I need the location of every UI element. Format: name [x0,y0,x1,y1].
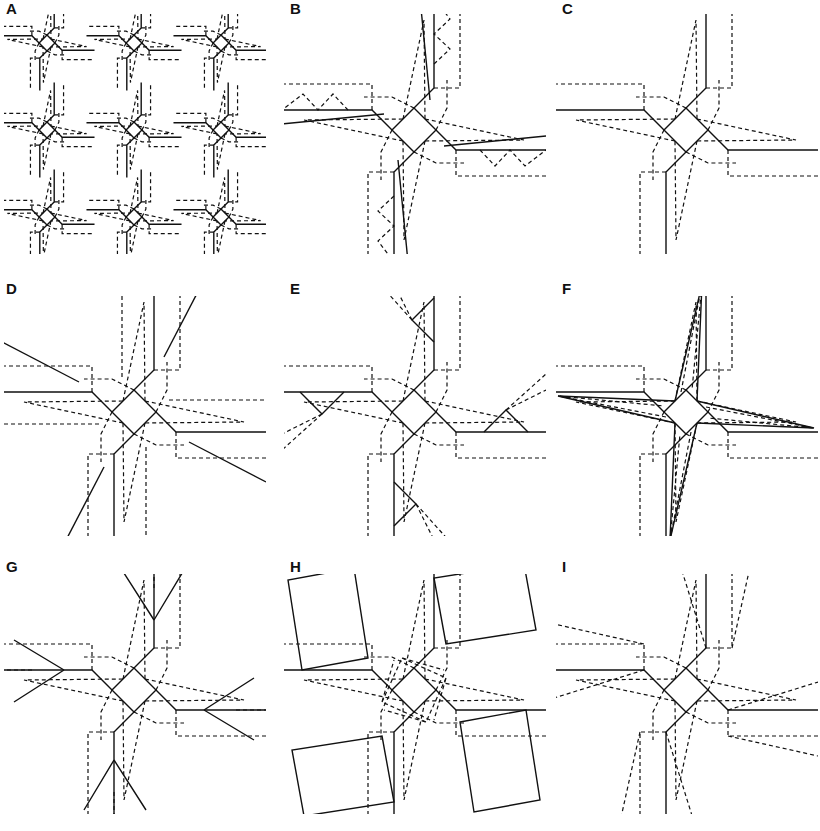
panel-a [0,0,269,265]
panel-g [2,558,266,822]
panel-letter: D [4,280,19,298]
panel-f [554,280,818,544]
panel-b [282,0,546,262]
panel-letter: E [288,280,302,298]
panel-letter: I [560,558,568,576]
panel-d [2,280,266,544]
panel-letter: F [560,280,573,298]
panel-h [282,558,546,822]
panel-c [554,0,818,262]
panel-letter: B [288,0,303,18]
panel-letter: G [4,558,20,576]
panel-i [554,558,818,822]
panel-letter: A [4,0,19,18]
panel-e [282,280,546,544]
panel-letter: H [288,558,303,576]
panel-letter: C [560,0,575,18]
